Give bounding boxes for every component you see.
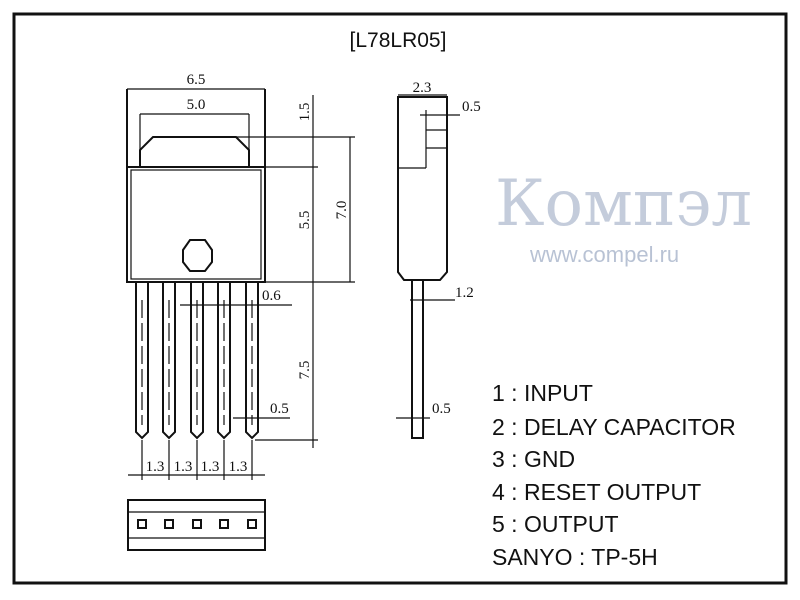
dim-pitch-3: 1.3 <box>201 459 220 475</box>
dim-pitch-4: 1.3 <box>229 459 248 475</box>
lead-3 <box>190 282 204 440</box>
dim-total-height: 7.0 <box>334 201 350 220</box>
lead-5 <box>245 282 259 440</box>
watermark-logo: Компэл <box>495 167 752 241</box>
lead-1 <box>135 282 149 440</box>
pin-list: 1 : INPUT 2 : DELAY CAPACITOR 3 : GND 4 … <box>492 380 736 570</box>
pad-3 <box>192 519 202 529</box>
front-view <box>126 88 355 480</box>
dim-body-height: 5.5 <box>297 211 313 230</box>
watermark-url: www.compel.ru <box>529 242 679 267</box>
dim-side-lead-thickness: 0.5 <box>432 401 451 417</box>
dim-lead-length: 7.5 <box>297 361 313 380</box>
pin-5: 5 : OUTPUT <box>492 511 619 537</box>
pad-4 <box>219 519 229 529</box>
pad-2 <box>164 519 174 529</box>
dim-width-outer: 6.5 <box>187 72 206 88</box>
pin-3: 3 : GND <box>492 446 575 472</box>
dim-lead-width: 0.5 <box>270 401 289 417</box>
lead-4 <box>217 282 231 440</box>
dim-width-tab: 5.0 <box>187 97 206 113</box>
dim-lead-gap: 0.6 <box>262 288 281 304</box>
dim-side-thickness: 2.3 <box>413 80 432 96</box>
frame-border <box>12 12 788 585</box>
pin-4: 4 : RESET OUTPUT <box>492 479 701 505</box>
title: [L78LR05] <box>350 29 447 52</box>
dim-pitch-2: 1.3 <box>174 459 193 475</box>
package-name: SANYO : TP-5H <box>492 544 658 570</box>
pad-1 <box>137 519 147 529</box>
dim-side-lead-offset: 1.2 <box>455 285 474 301</box>
dim-side-tab: 0.5 <box>462 99 481 115</box>
pin-1: 1 : INPUT <box>492 380 593 406</box>
bottom-view <box>127 499 266 551</box>
pad-5 <box>247 519 257 529</box>
dim-pitch-1: 1.3 <box>146 459 165 475</box>
mounting-hole <box>182 239 213 272</box>
dim-tab-height: 1.5 <box>297 103 313 122</box>
lead-2 <box>162 282 176 440</box>
pin-2: 2 : DELAY CAPACITOR <box>492 414 736 440</box>
side-view <box>396 94 460 439</box>
